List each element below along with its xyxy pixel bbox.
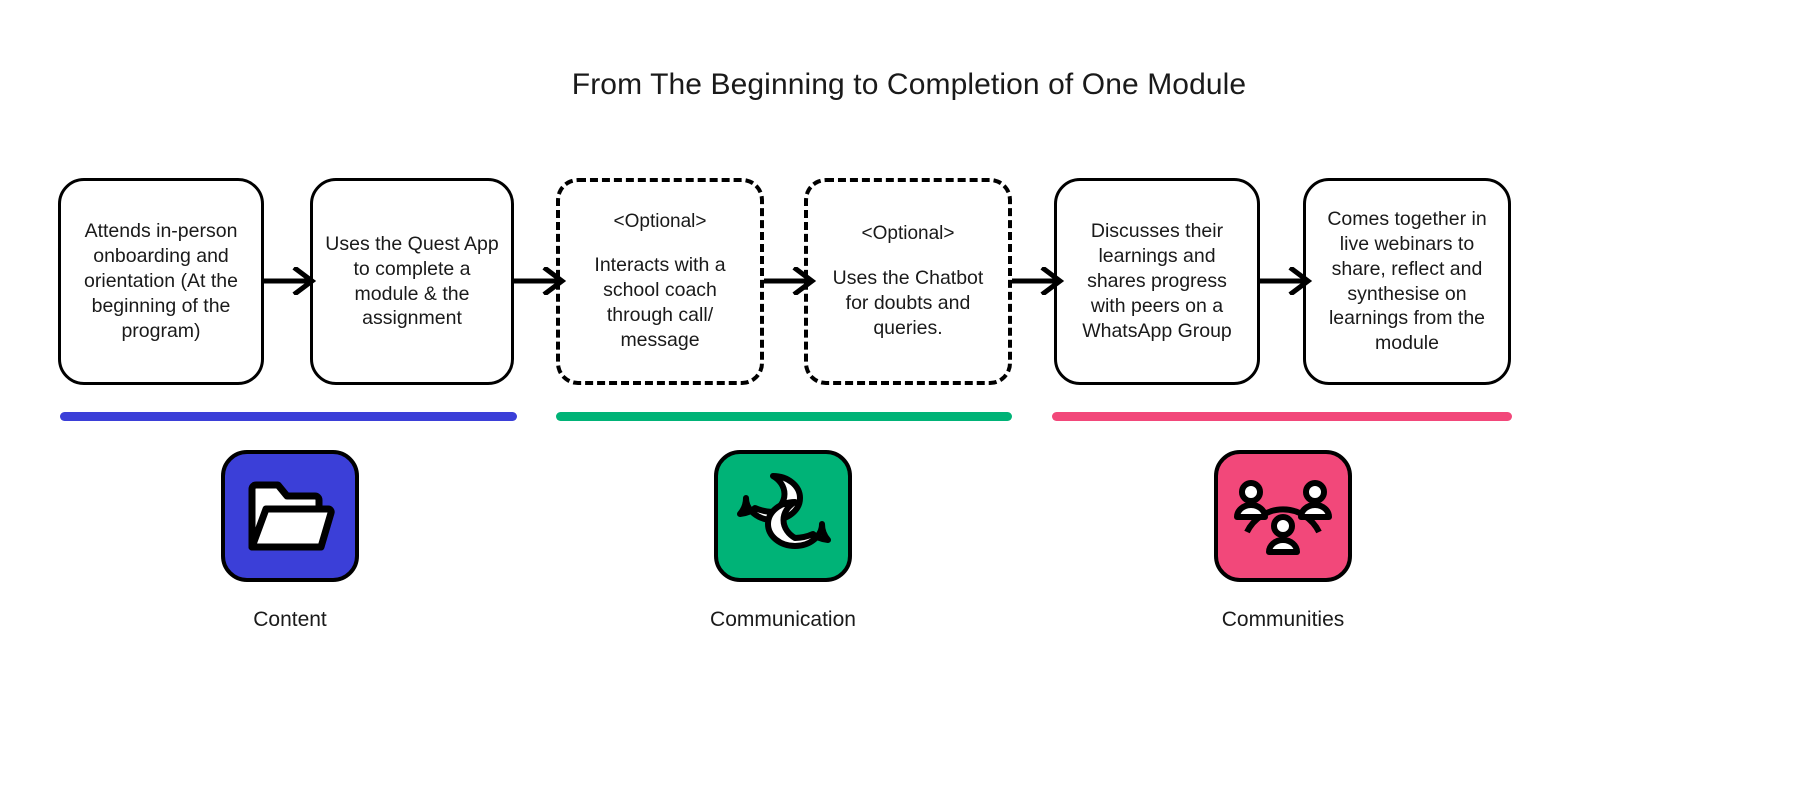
flow-node-text: Discusses their learnings and shares pro…: [1082, 220, 1232, 342]
flow-node-whatsapp-group[interactable]: Discusses their learnings and shares pro…: [1054, 178, 1260, 385]
optional-tag: <Optional>: [613, 210, 707, 232]
flow-node-text: Uses the Quest App to complete a module …: [325, 232, 499, 330]
flow-node-text: Comes together in live webinars to share…: [1327, 207, 1487, 355]
flow-node-live-webinars[interactable]: Comes together in live webinars to share…: [1303, 178, 1511, 385]
flow-arrow-4: [1012, 267, 1068, 295]
group-communities-bar: [1052, 412, 1512, 421]
legend-label: Communities: [1221, 608, 1345, 631]
legend-label: Content: [253, 608, 327, 631]
legend-label: Communication: [710, 608, 856, 631]
people-group-icon: [1214, 450, 1352, 582]
group-communication-bar: [556, 412, 1012, 421]
legend-item-content[interactable]: Content: [160, 450, 420, 632]
flow-arrow-3: [764, 267, 820, 295]
group-content-bar: [60, 412, 517, 421]
process-flow: Attends in-person onboarding and orienta…: [0, 178, 1818, 388]
optional-tag: <Optional>: [861, 223, 955, 245]
flow-node-quest-app[interactable]: Uses the Quest App to complete a module …: [310, 178, 514, 385]
flow-node-chatbot[interactable]: <Optional> Uses the Chatbot for doubts an…: [804, 178, 1012, 385]
flow-node-school-coach[interactable]: <Optional> Interacts with a school coach …: [556, 178, 764, 385]
legend-item-communication[interactable]: Communication: [653, 450, 913, 632]
flow-arrow-1: [264, 267, 320, 295]
flow-arrow-5: [1260, 267, 1316, 295]
flow-node-text: Attends in-person onboarding and orienta…: [84, 220, 238, 342]
flow-node-text: Uses the Chatbot for doubts and queries.: [832, 266, 984, 339]
page-title: From The Beginning to Completion of One …: [571, 68, 1247, 101]
folder-icon: [221, 450, 359, 582]
flow-arrow-2: [514, 267, 570, 295]
chat-bubbles-icon: [714, 450, 852, 582]
legend-item-communities[interactable]: Communities: [1153, 450, 1413, 632]
flow-node-text: Interacts with a school coach through ca…: [594, 254, 726, 352]
flow-node-onboarding[interactable]: Attends in-person onboarding and orienta…: [58, 178, 264, 385]
